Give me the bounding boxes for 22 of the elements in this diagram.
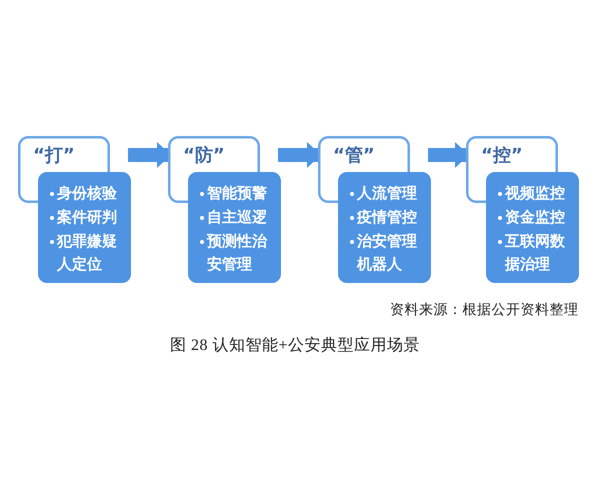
- heading: “打”: [33, 144, 75, 168]
- list-item: 治安管理机器人: [357, 231, 418, 275]
- list-item: 视频监控: [505, 183, 566, 204]
- list-item: 预测性治安管理: [207, 231, 268, 275]
- list-item: 犯罪嫌疑人定位: [57, 231, 118, 275]
- step-card: [466, 136, 579, 283]
- list-item: 智能预警: [207, 183, 268, 204]
- caption: 图 28 认知智能+公安典型应用场景: [170, 336, 420, 356]
- list-item: 互联网数据治理: [505, 231, 566, 275]
- source-note: 资料来源：根据公开资料整理: [390, 302, 578, 319]
- step-card: [318, 136, 431, 283]
- heading: “管”: [333, 144, 375, 168]
- list-item: 疫情管控: [357, 207, 418, 228]
- list-item: 自主巡逻: [207, 207, 268, 228]
- step-card: [168, 136, 281, 283]
- list-item: 人流管理: [357, 183, 418, 204]
- heading: “控”: [481, 144, 523, 168]
- list-item: 身份核验: [57, 183, 118, 204]
- heading: “防”: [183, 144, 225, 168]
- list-item: 资金监控: [505, 207, 566, 228]
- list-item: 案件研判: [57, 207, 118, 228]
- step-card: [18, 136, 131, 283]
